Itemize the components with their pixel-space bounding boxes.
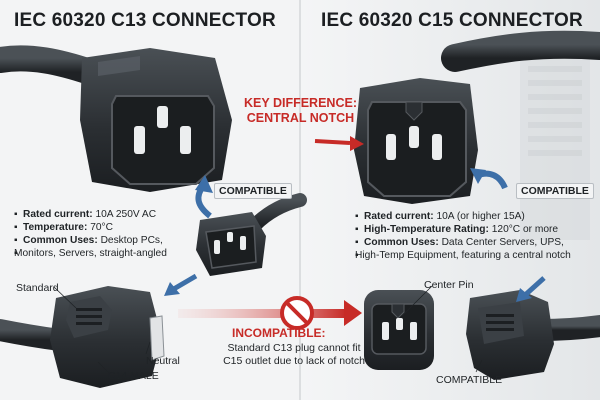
incompatible-arrow	[178, 309, 346, 318]
incompatible-heading: INCOMPATIBLE:	[232, 326, 326, 340]
c14-pointer-arrow	[170, 273, 198, 293]
incompatible-line2: C15 outlet due to lack of notch	[223, 355, 365, 367]
c13-connector-large	[0, 45, 232, 192]
standard-label: Standard	[16, 282, 59, 294]
spec-item: Rated current: 10A 250V AC	[14, 208, 167, 221]
incompatible-line1: Standard C13 plug cannot fit	[227, 342, 361, 354]
spec-item-continued: High-Temp Equipment, featuring a central…	[355, 249, 571, 262]
c15-plug-bottom	[466, 290, 600, 380]
compatible-badge-right: COMPATIBLE	[516, 183, 594, 199]
compatible-badge-left: COMPATIBLE	[214, 183, 292, 199]
spec-item: Rated current: 10A (or higher 15A)	[355, 210, 571, 223]
server-rack-backdrop	[520, 40, 590, 240]
incompatible-note: Standard C13 plug cannot fit C15 outlet …	[214, 342, 374, 368]
spec-item: Common Uses: Desktop PCs,	[14, 234, 167, 247]
c15-pointer-arrow	[522, 276, 546, 298]
key-difference-line2: CENTRAL NOTCH	[246, 111, 355, 125]
key-difference-line1: KEY DIFFERENCE:	[244, 96, 357, 110]
prohibited-icon	[280, 296, 314, 330]
spec-item: Temperature: 70°C	[14, 221, 167, 234]
c15-title: IEC 60320 C15 CONNECTOR	[321, 10, 583, 31]
c13-spec-list: Rated current: 10A 250V AC Temperature: …	[14, 208, 167, 260]
compatible-bottom-label: COMPATIBLE	[436, 374, 503, 386]
c13-connector-small	[196, 193, 307, 276]
spec-item: High-Temperature Rating: 120°C or more	[355, 223, 571, 236]
c14-male-label: C14 MALE	[108, 370, 159, 382]
center-pin-label: Center Pin	[424, 279, 474, 291]
c14-male-plug	[0, 286, 165, 388]
c15-spec-list: Rated current: 10A (or higher 15A) High-…	[355, 210, 571, 262]
key-difference-arrow	[314, 139, 351, 145]
c13-title: IEC 60320 C13 CONNECTOR	[14, 10, 276, 31]
key-difference-label: KEY DIFFERENCE: CENTRAL NOTCH	[244, 96, 357, 126]
c15-outlet	[364, 290, 434, 370]
neutral-label: Neutral	[146, 355, 180, 367]
c15-connector-large	[354, 30, 600, 204]
spec-item: Common Uses: Data Center Servers, UPS,	[355, 236, 571, 249]
spec-item-continued: Monitors, Servers, straight-angled	[14, 247, 167, 260]
